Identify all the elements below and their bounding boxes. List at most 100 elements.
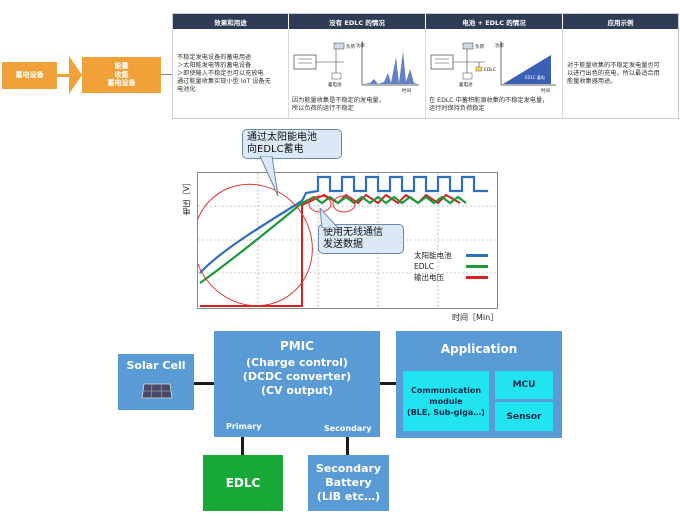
charge-callout: 通过太阳能电池 向EDLC蓄电 [242, 129, 342, 159]
comm-line: Communication [410, 385, 482, 395]
header-effect: 效果和用途 [173, 14, 288, 29]
charge-callout-pointer [259, 156, 279, 196]
edlc-line [199, 195, 467, 284]
comm-line: (BLE, Sub-giga…) [407, 407, 485, 417]
communication-module-block: Communication module (BLE, Sub-giga…) [403, 371, 489, 431]
charge-highlight-ellipse [193, 183, 313, 307]
edlc-icon [475, 66, 483, 72]
edlc-charge-label: EDLC 蓄电 [525, 74, 545, 80]
header-application: 应用示例 [563, 14, 678, 29]
load-label: 负荷 [346, 43, 355, 50]
pmic-to-app-line [380, 382, 396, 385]
flow-connector [57, 74, 75, 77]
chart-legend: 太阳能电池 EDLC 输出电压 [414, 250, 494, 283]
edlc-charge-area [503, 55, 551, 84]
battery-icon [462, 72, 473, 80]
y-axis-label: 电压［V］ [182, 178, 191, 216]
edlc-block: EDLC [203, 455, 283, 511]
tx-highlight-ellipse-2 [332, 195, 356, 213]
legend-swatch [466, 254, 488, 257]
battery-line: (LiB etc…) [316, 490, 381, 503]
load-icon [462, 42, 474, 50]
harvest-line-1: 能量 [114, 61, 129, 70]
pmic-block: PMIC (Charge control) (DCDC converter) (… [214, 331, 380, 437]
legend-swatch [466, 276, 488, 279]
comm-line: module [429, 396, 463, 406]
callout-line: 发送数据 [323, 239, 363, 250]
pmic-to-battery-line [346, 437, 349, 455]
pmic-line: (DCDC converter) [242, 370, 352, 383]
application-line: 能量收集器用途。 [567, 78, 617, 85]
pmic-line: (CV output) [260, 384, 334, 397]
storage-device-box: 蓄电设备 [2, 62, 57, 89]
legend-label: 太阳能电池 [414, 251, 452, 260]
col-divider [288, 29, 289, 118]
header-no-edlc: 没有 EDLC 的情况 [289, 14, 425, 29]
power-label: 功率 [495, 42, 504, 49]
tx-callout: 使用无线通信 发送数据 [318, 224, 404, 254]
harvest-line-3: 蓄电设备 [107, 79, 136, 88]
primary-label: Primary [226, 422, 262, 431]
mcu-label: MCU [512, 380, 536, 390]
energy-harvest-storage-box: 能量 收集 蓄电设备 [82, 57, 161, 93]
table-connector [161, 74, 172, 75]
legend-solar: 太阳能电池 [414, 250, 494, 261]
edlc-label: EDLC [225, 476, 261, 490]
note-line: 因为能量收集是不稳定的发电量， [292, 97, 385, 104]
battery-label: 蓄电池 [328, 81, 342, 88]
no-edlc-note: 因为能量收集是不稳定的发电量， 所以负荷的运行不稳定 [292, 97, 424, 113]
storage-device-label: 蓄电设备 [15, 71, 44, 80]
application-line: 对于能量收集的不稳定发电量也可 [567, 62, 660, 69]
header-battery-edlc: 电池 + EDLC 的情况 [426, 14, 562, 29]
solar-panel-icon [141, 383, 173, 399]
time-label: 时间 [541, 87, 550, 94]
legend-edlc: EDLC [414, 261, 494, 272]
load-label: 负荷 [475, 43, 484, 50]
effect-line: 电池化 [177, 86, 196, 93]
effect-line: 通过能量收集实现小型 IoT 设备无 [177, 78, 271, 85]
battery-edlc-diagram: 负荷 蓄电池 EDLC 功率 时间 EDLC 蓄电 [430, 41, 556, 94]
tx-callout-pointer [319, 208, 339, 228]
application-title: Application [440, 342, 518, 356]
comparison-table: 效果和用途 没有 EDLC 的情况 电池 + EDLC 的情况 应用示例 不稳定… [172, 13, 679, 119]
solar-to-pmic-line [194, 382, 214, 385]
application-line: 以进行出色的充电，所以最适合用 [567, 70, 660, 77]
solar-panel-icon [430, 54, 454, 70]
power-spike-area [364, 51, 418, 84]
pmic-functions: (Charge control) (DCDC converter) (CV ou… [214, 356, 380, 398]
power-label: 功率 [356, 42, 365, 49]
battery-icon [331, 72, 342, 80]
effect-text: 不稳定发电设备的蓄电用途 ＞太阳能发电等的蓄电设备 ＞即使输入不稳定也可以充放电… [177, 54, 287, 94]
battery-line: Battery [325, 476, 372, 489]
effect-line: ＞即使输入不稳定也可以充放电 [177, 70, 264, 77]
solar-panel-icon [293, 54, 317, 70]
time-label: 时间 [402, 87, 411, 94]
secondary-battery-block: Secondary Battery (LiB etc…) [308, 455, 389, 511]
flow-arrow-head [69, 56, 82, 94]
application-text: 对于能量收集的不稳定发电量也可 以进行出色的充电，所以最适合用 能量收集器用途。 [567, 62, 677, 86]
legend-swatch [466, 265, 488, 268]
callout-line: 向EDLC蓄电 [247, 144, 304, 155]
mcu-block: MCU [495, 371, 553, 399]
pmic-line: (Charge control) [246, 356, 348, 369]
pmic-title: PMIC [279, 339, 314, 353]
note-line: 运行时保持负荷稳定 [429, 105, 485, 112]
solar-cell-line [199, 175, 488, 274]
no-edlc-diagram: 负荷 蓄电池 功率 时间 [293, 41, 419, 94]
solar-cell-block: Solar Cell [118, 354, 194, 410]
callout-line: 通过太阳能电池 [247, 132, 317, 143]
legend-label: 输出电压 [414, 273, 444, 282]
callout-line: 使用无线通信 [323, 227, 383, 238]
harvest-line-2: 收集 [114, 70, 129, 79]
application-block: Application Communication module (BLE, S… [396, 331, 562, 438]
note-line: 所以负荷的运行不稳定 [292, 105, 354, 112]
secondary-label: Secondary [324, 424, 372, 433]
sensor-block: Sensor [495, 402, 553, 431]
col-divider [425, 29, 426, 118]
battery-label: 蓄电池 [459, 81, 473, 88]
battery-edlc-note: 在 EDLC 中蓄积能源收集的不稳定发电量， 运行时保持负荷稳定 [429, 97, 563, 113]
edlc-label: EDLC [484, 67, 496, 73]
load-icon [333, 42, 345, 50]
legend-label: EDLC [414, 262, 434, 271]
battery-line: Secondary [315, 462, 382, 475]
